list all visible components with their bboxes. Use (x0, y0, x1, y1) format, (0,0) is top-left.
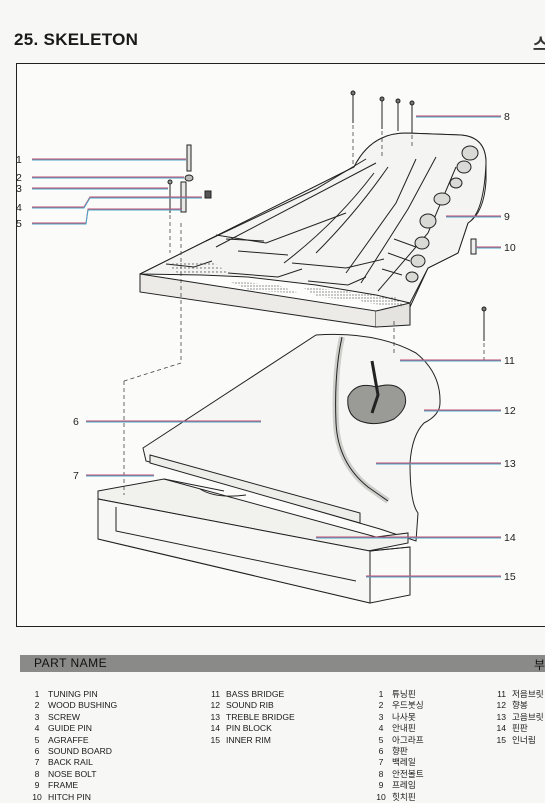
callout-label: 10 (504, 242, 516, 254)
callout-labels: 1 2 3 4 5 6 7 8 9 10 11 12 13 14 15 (16, 111, 516, 583)
callout-label: 5 (16, 218, 22, 230)
hitch-pin-part (470, 238, 477, 255)
callout-label: 8 (504, 111, 510, 123)
nose-bolts-part (350, 90, 415, 133)
callout-label: 11 (504, 355, 515, 367)
inner-rim-part (97, 498, 411, 604)
callout-label: 6 (73, 416, 79, 428)
exploded-diagram-frame: 1 2 3 4 5 6 7 8 9 10 11 12 13 14 15 (16, 63, 545, 627)
callout-label: 7 (73, 470, 79, 482)
sound-board-part (142, 333, 441, 542)
callout-label: 1 (16, 154, 22, 166)
back-rail-part (149, 454, 361, 524)
callout-label: 14 (504, 532, 516, 544)
callout-label: 4 (16, 202, 22, 214)
leader-lines (32, 115, 501, 578)
callout-label: 3 (16, 183, 22, 195)
cropped-header-glyph: 스 (533, 35, 545, 54)
section-header-right: 부 (533, 658, 545, 672)
callout-label: 9 (504, 211, 510, 223)
agraffe-part (204, 190, 212, 199)
callout-label: 15 (504, 571, 516, 583)
skeleton-exploded-diagram: 1 2 3 4 5 6 7 8 9 10 11 12 13 14 15 (16, 90, 516, 604)
section-header: PART NAME (34, 656, 108, 670)
callout-label: 13 (504, 458, 516, 470)
part-name-header-bar: PART NAME 부 (20, 655, 545, 672)
page-title: 25. SKELETON (14, 30, 139, 49)
lower-bolt-part (481, 306, 487, 341)
frame-part (139, 132, 487, 328)
tuning-pin-part (186, 144, 192, 172)
callout-label: 2 (16, 172, 22, 184)
callout-label: 12 (504, 405, 516, 417)
wood-bushing-part (184, 174, 194, 182)
